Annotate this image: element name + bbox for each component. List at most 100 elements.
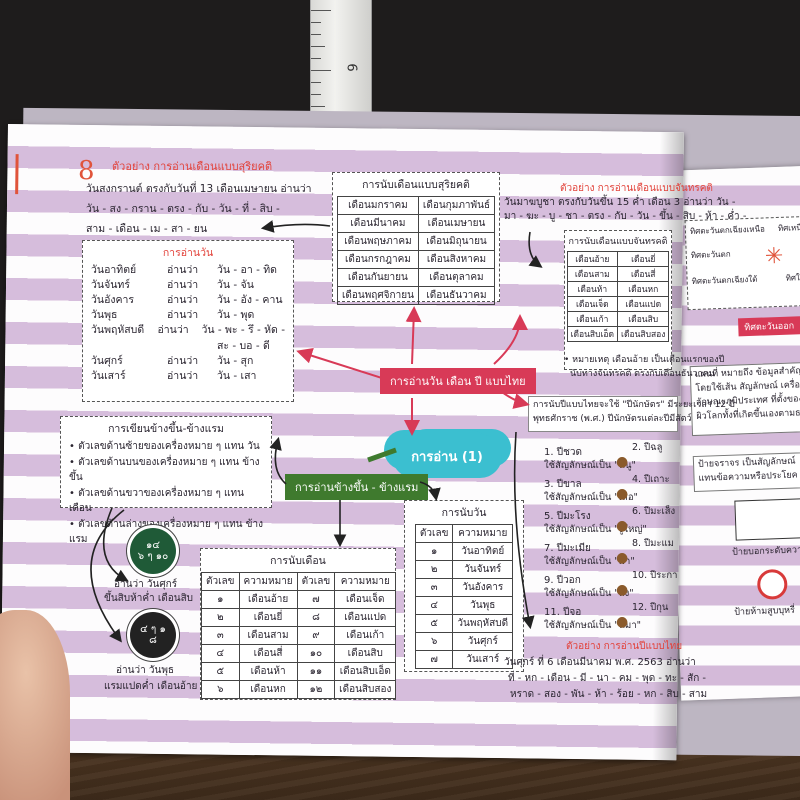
lunar-example-header: ตัวอย่าง การอ่านเดือนแบบจันทรคติ <box>560 183 713 194</box>
table-cell: ๓ <box>201 626 240 645</box>
table-cell: ๘ <box>296 608 336 627</box>
table-row: ๗วันเสาร์ <box>414 650 514 669</box>
list-item: วันจันทร์อ่านว่าวัน - จัน <box>91 278 285 293</box>
zodiac-symbol: ใช้สัญลักษณ์เป็น "เสือ" <box>544 492 638 503</box>
solar-example-line: วัน - สง - กราน - ตรง - กับ - วัน - ที่ … <box>86 203 280 215</box>
zodiac-year: 8. ปีมะแม <box>632 538 674 549</box>
zodiac-symbol: ใช้สัญลักษณ์เป็น "ลิง" <box>544 588 634 599</box>
list-item: ตัวเลขด้านซ้ายของเครื่องหมาย ๆ แทน วัน <box>69 439 263 455</box>
table-cell: เดือนยี่ <box>617 251 670 267</box>
day-name: วันอังคาร <box>91 294 135 307</box>
solar-months-box: การนับเดือนแบบสุริยคติ เดือนมกราคมเดือนก… <box>332 172 500 305</box>
table-cell: วันพฤหัสบดี <box>452 614 514 633</box>
table-cell: วันจันทร์ <box>452 560 514 579</box>
table-row: เดือนอ้ายเดือนยี่ <box>566 251 670 267</box>
solar-example-line: สาม - เดือน - เม - สา - ยน <box>86 223 208 235</box>
day-reading-box: การอ่านวัน วันอาทิตย์อ่านว่าวัน - อา - ท… <box>82 240 294 402</box>
zodiac-year: 10. ปีระกา <box>632 570 678 581</box>
zodiac-year: 3. ปีขาล <box>544 479 582 490</box>
column-header: ตัวเลข <box>201 572 240 591</box>
table-row: ๓วันอังคาร <box>414 578 514 597</box>
day-name: วันพฤหัสบดี <box>91 324 145 337</box>
table-cell: เดือนสาม <box>566 266 619 282</box>
year-example-line: หราด - สอง - พัน - ห้า - ร้อย - หก - สิบ… <box>510 689 708 700</box>
table-cell: ๙ <box>296 626 336 645</box>
day-name: วันจันทร์ <box>91 279 130 292</box>
table-cell: ๒ <box>201 608 240 627</box>
zodiac-symbol: ใช้สัญลักษณ์เป็น "ม้า" <box>544 556 635 567</box>
table-cell: เดือนตุลาคม <box>417 268 496 287</box>
right-page: ทิศตะวันตกเฉียงเหนือ ทิศเหนือ ทิศตะวันตก… <box>662 165 800 701</box>
table-cell: เดือนสิบเอ็ด <box>566 326 619 342</box>
read-as-label: อ่านว่า <box>157 324 189 337</box>
zodiac-animal-icon: ● <box>616 582 629 598</box>
coin1-caption: ขึ้นสิบห้าค่ำ เดือนสิบ <box>104 593 194 604</box>
read-as-label <box>167 339 211 354</box>
green-topic-chip: การอ่านข้างขึ้น - ข้างแรม <box>285 474 429 500</box>
sign-text-line: ป้ายจราจร เป็นสัญลักษณ์ <box>697 456 796 470</box>
table-cell: เดือนสี่ <box>617 266 670 282</box>
zodiac-animal-icon: ● <box>616 454 629 470</box>
solar-months-table: เดือนมกราคมเดือนกุมภาพันธ์เดือนมีนาคมเดื… <box>336 196 496 305</box>
table-row: เดือนพฤศจิกายนเดือนธันวาคม <box>336 286 496 305</box>
table-cell: เดือนกรกฎาคม <box>336 250 419 269</box>
lunar-note: นับทางจันทรคติ ตรงกับเดือนธันวาคม <box>570 369 715 379</box>
table-cell: เดือนเก้า <box>566 311 619 327</box>
column-header: ความหมาย <box>238 572 298 591</box>
table-cell: เดือนแปด <box>334 608 397 627</box>
day-name: วันศุกร์ <box>91 354 123 367</box>
moon-phase-symbol-1: ๑๔๖ ๆ ๑๐ <box>130 528 176 574</box>
pronunciation: วัน - พะ - รึ - หัด - <box>201 324 285 337</box>
table-cell: เดือนสิบเอ็ด <box>334 662 397 681</box>
table-cell: ๑๑ <box>296 662 336 681</box>
hand <box>0 610 70 800</box>
table-row: ๑เดือนอ้าย๗เดือนเจ็ด <box>201 590 397 609</box>
table-row: ๕เดือนห้า๑๑เดือนสิบเอ็ด <box>201 662 397 681</box>
table-cell: เดือนเจ็ด <box>334 590 397 609</box>
table-row: ๔เดือนสี่๑๐เดือนสิบ <box>201 644 397 663</box>
sign-text-line: แทนข้อความหรือประโยค <box>698 470 798 484</box>
zodiac-year: 7. ปีมะเมีย <box>544 543 591 554</box>
table-cell: ๓ <box>414 578 454 597</box>
table-cell: เดือนมีนาคม <box>336 214 419 233</box>
thai-months-box: การนับเดือน ตัวเลขความหมายตัวเลขความหมาย… <box>200 548 397 700</box>
zodiac-year: 2. ปีฉลู <box>632 442 663 453</box>
table-row: ๔วันพุธ <box>414 596 514 615</box>
table-cell: เดือนหก <box>238 680 298 699</box>
table-cell: เดือนพฤศจิกายน <box>336 286 419 305</box>
year-example-line: วันศุกร์ ที่ 6 เดือนมีนาคม พ.ศ. 2563 อ่า… <box>504 657 696 668</box>
read-as-label: อ่านว่า <box>167 309 199 322</box>
solar-months-title: การนับเดือนแบบสุริยคติ <box>362 179 470 191</box>
day-name <box>91 339 161 354</box>
coin1-caption: อ่านว่า วันศุกร์ <box>114 579 178 590</box>
pronunciation: สะ - บอ - ดี <box>217 339 270 352</box>
table-cell: เดือนเจ็ด <box>566 296 619 312</box>
year-example-line: ที่ - หก - เดือน - มี - นา - คม - พุด - … <box>508 673 707 684</box>
table-cell: เดือนหก <box>617 281 670 297</box>
table-cell: เดือนห้า <box>238 662 298 681</box>
moon-phase-title: การเขียนข้างขึ้น-ข้างแรม <box>108 423 224 435</box>
map-text-line: โดยใช้เส้น สัญลักษณ์ เครื่อง <box>695 380 800 394</box>
column-header: ตัวเลข <box>296 572 336 591</box>
zodiac-animal-icon: ● <box>616 518 629 534</box>
lunar-note: • หมายเหตุ เดือนอ้าย เป็นเดือนแรกของปี <box>564 355 725 365</box>
table-cell: เดือนสาม <box>238 626 298 645</box>
table-row: เดือนสิบเอ็ดเดือนสิบสอง <box>566 326 670 342</box>
table-cell: วันศุกร์ <box>452 632 514 651</box>
table-row: ๒เดือนยี่๘เดือนแปด <box>201 608 397 627</box>
pronunciation: วัน - พุด <box>217 309 255 322</box>
table-cell: เดือนสิบ <box>617 311 670 327</box>
list-item: วันพุธอ่านว่าวัน - พุด <box>91 308 285 323</box>
table-cell: ๔ <box>201 644 240 663</box>
list-item: วันศุกร์อ่านว่าวัน - สุก <box>91 354 285 369</box>
table-cell: เดือนแปด <box>617 296 670 312</box>
thai-months-table: ตัวเลขความหมายตัวเลขความหมาย๑เดือนอ้าย๗เ… <box>201 572 397 699</box>
thai-months-title: การนับเดือน <box>270 555 326 567</box>
read-as-label: อ่านว่า <box>167 279 199 292</box>
compass-star-icon: ✳ <box>764 243 784 270</box>
lunar-example-line: มา - ฆะ - บู - ชา - ตรง - กับ - วัน - ขึ… <box>504 211 747 222</box>
table-cell: ๒ <box>414 560 454 579</box>
table-cell: ๔ <box>414 596 454 615</box>
day-reading-title: การอ่านวัน <box>162 247 214 259</box>
